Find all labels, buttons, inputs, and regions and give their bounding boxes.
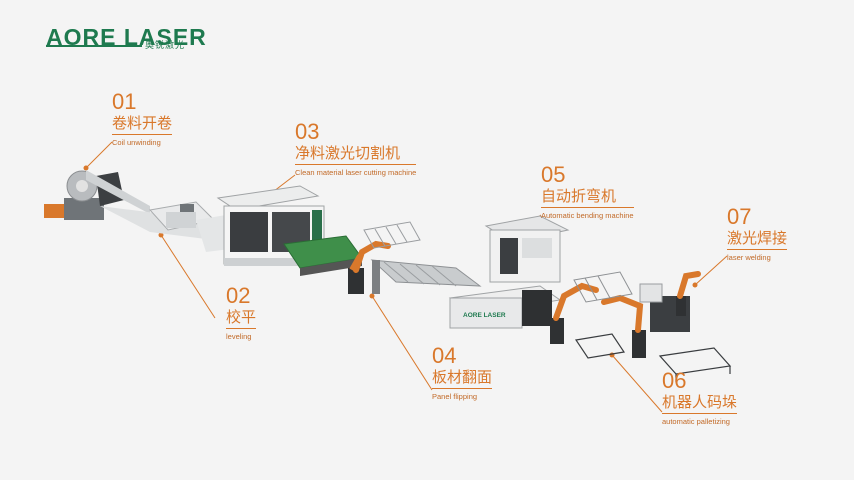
leader-line-01 <box>85 141 113 169</box>
step-title-cn: 激光焊接 <box>727 229 788 247</box>
leader-line-07 <box>694 255 728 286</box>
step-title-en: Clean material laser cutting machine <box>295 164 417 177</box>
step-06: 06 机器人码垛 automatic palletizing <box>662 368 738 426</box>
bending-machine <box>448 215 570 329</box>
step-title-en: leveling <box>226 328 257 341</box>
step-title-cn: 净料激光切割机 <box>295 144 401 162</box>
step-number: 02 <box>226 283 251 308</box>
step-title-en: Coil unwinding <box>112 134 173 147</box>
step-title-cn: 卷料开卷 <box>112 114 173 132</box>
step-title-en: laser welding <box>727 249 788 262</box>
step-number: 01 <box>112 89 137 114</box>
coil-unwinder-machine <box>44 170 150 220</box>
step-02: 02 校平 leveling <box>226 283 257 341</box>
step-number: 03 <box>295 119 320 144</box>
step-title-cn: 校平 <box>226 308 257 326</box>
step-01: 01 卷料开卷 Coil unwinding <box>112 89 173 147</box>
step-title-en: automatic palletizing <box>662 413 738 426</box>
leader-line-02 <box>160 234 216 319</box>
palletizing-robots <box>550 271 732 382</box>
panel-flipping-station <box>348 221 482 294</box>
step-number: 05 <box>541 162 566 187</box>
step-03: 03 净料激光切割机 Clean material laser cutting … <box>295 119 417 177</box>
brand-logo-cn: 奥锐激光 <box>145 41 186 51</box>
step-title-en: Panel flipping <box>432 388 493 401</box>
step-title-cn: 板材翻面 <box>432 368 493 386</box>
laser-welding-station <box>639 271 701 332</box>
step-title-cn: 机器人码垛 <box>662 393 738 411</box>
machine-badge: AORE LASER <box>463 312 506 319</box>
brand-underline <box>46 45 142 47</box>
leader-line-04 <box>371 295 433 391</box>
step-number: 04 <box>432 343 457 368</box>
step-number: 07 <box>727 204 752 229</box>
leader-line-06 <box>611 354 663 413</box>
step-title-en: Automatic bending machine <box>541 207 634 220</box>
step-05: 05 自动折弯机 Automatic bending machine <box>541 163 634 220</box>
step-07: 07 激光焊接 laser welding <box>727 204 788 262</box>
step-number: 06 <box>662 368 687 393</box>
step-title-cn: 自动折弯机 <box>541 187 617 205</box>
step-04: 04 板材翻面 Panel flipping <box>432 343 493 401</box>
